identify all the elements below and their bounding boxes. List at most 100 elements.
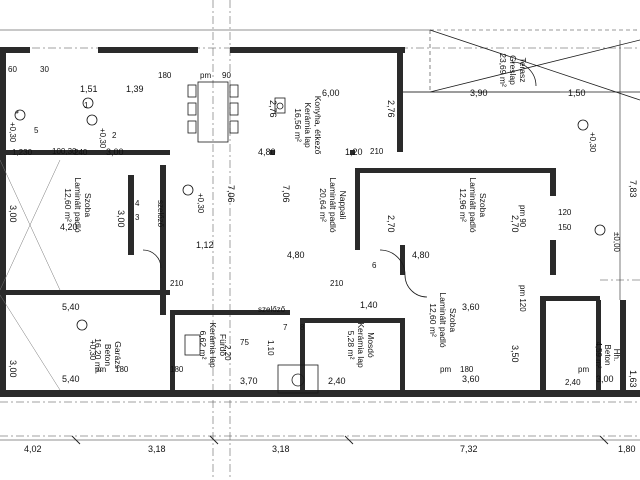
dim-value: 2,70 [386,215,396,233]
dim-value: 1,12 [196,240,214,250]
annotation: 75 [240,338,249,347]
room-floor: Laminált padló [73,177,83,233]
annotation: 1,230 [12,148,33,157]
room-terasz: Terasz Greslap 23,69 m² [498,53,528,87]
room-name: Garázs [113,341,123,368]
room-szoba3: Szoba Laminált padló 12,60 m² [428,292,458,348]
room-area: 6,62 m² [198,331,208,360]
stairs-hatch [0,159,61,391]
dim-value: 4,80 [258,147,276,157]
room-floor: Greslap [508,55,518,85]
annotation: pm [200,71,211,80]
dim-value: 1,80 [618,444,636,454]
level-label: +0,30 [196,193,205,214]
dim-value: 3,60 [462,374,480,384]
room-area: 4,59 m² [594,341,603,368]
door-swings [142,61,537,298]
room-floor: Kerámia lap [356,322,366,368]
dim-value: 2,40 [328,376,346,386]
room-name: Terasz [518,57,528,82]
dim-value: 7,06 [281,185,291,203]
dim-value: 2,70 [510,215,520,233]
room-mosdo: Mosdó Kerámia lap 5,28 m² [346,322,376,368]
bottom-dimension-line [0,435,640,445]
annotation: 180 [460,365,474,374]
door-number: 4 [135,199,140,208]
dim-value: 5,40 [62,374,80,384]
room-hh: Hh. Beton 4,59 m² [594,341,621,368]
annotation: pm [578,365,589,374]
room-area: 12,96 m² [458,188,468,222]
room-garazs: Garázs Beton 16,20 m² [93,338,123,372]
dim-value: 3,00 [116,210,126,228]
dining-table [187,81,286,143]
annotation: 100,30 [52,147,77,156]
small-annotations: pm 180 90 pm 180 pm 180 pm 180 210 210 2… [8,65,589,387]
dim-value: 5,40 [62,302,80,312]
annotation: 180 [170,365,184,374]
annotation: 210 [370,147,384,156]
room-name: Szoba [478,193,488,217]
room-name: Mosdó [366,332,376,358]
dim-value: 7,83 [628,180,638,198]
dim-value: 3,18 [148,444,166,454]
room-name: Fürdő [218,334,228,356]
dim-value: 7,32 [460,444,478,454]
room-szoba2: Szoba Laminált padló 12,96 m² [458,177,488,233]
annotation: pm 90 [518,205,527,228]
room-area: 16,20 m² [93,338,103,372]
room-floor: Laminált padló [328,177,338,233]
dim-value: 1,40 [360,300,378,310]
dim-value: 3,90 [470,88,488,98]
room-area: 5,28 m² [346,331,356,360]
annotation: 210 [170,279,184,288]
dim-value: 6,00 [322,88,340,98]
room-name: Szoba [448,308,458,332]
door-number: 5 [34,126,39,135]
vent-label: szelőző [156,200,165,228]
room-floor: Kerámia lap [208,322,218,368]
dim-value: 1,63 [628,370,638,388]
dim-value: 2,76 [386,100,396,118]
dim-value: 3,18 [272,444,290,454]
room-name: Konyha, étkező [313,96,323,155]
dim-value: 3,00 [8,205,18,223]
dim-value: 4,80 [287,250,305,260]
annotation: 240 [74,148,88,157]
room-nappali: Nappali Laminált padló 20,64 m² [318,177,348,233]
bottom-dimension-values: 4,02 3,18 3,18 7,32 1,80 [24,444,636,454]
door-number: 1 [84,101,89,110]
dim-value: 3,00 [106,147,124,157]
door-number: 2 [112,131,117,140]
room-name: Nappali [338,191,348,220]
room-floor: Kerámia lap [303,102,313,148]
annotation: 2,20 [223,345,232,361]
room-floor: Beton [603,345,612,366]
room-area: 20,64 m² [318,188,328,222]
room-floor: Laminált padló [468,177,478,233]
annotation: 180 [158,71,172,80]
top-dimension-line [0,29,621,300]
dim-value: 7,06 [226,185,236,203]
room-name: Hh. [612,349,621,361]
dim-value: 4,20 [60,222,78,232]
misc-dimensions: 7,83 3,90 1,50 6,00 4,80 7,06 7,06 4,80 … [8,84,638,388]
annotation: 210 [330,279,344,288]
annotation: 60 [8,65,17,74]
dim-value: 3,50 [510,345,520,363]
room-area: 12,60 m² [63,188,73,222]
annotation: pm [95,365,106,374]
room-szoba1: Szoba Laminált padló 12,60 m² [63,177,93,233]
dim-value: 3,00 [596,374,614,384]
dim-value: 3,00 [8,360,18,378]
fixtures [184,334,319,394]
annotation: 1,10 [266,340,275,356]
room-name: Szoba [83,193,93,217]
level-label: +0,30 [8,122,17,143]
door-number: 3 [135,213,140,222]
room-area: 23,69 m² [498,53,508,87]
level-label: +0,30 [88,340,97,361]
dim-value: 4,02 [24,444,42,454]
dim-value: 3,70 [240,376,258,386]
annotation: 90 [222,71,231,80]
